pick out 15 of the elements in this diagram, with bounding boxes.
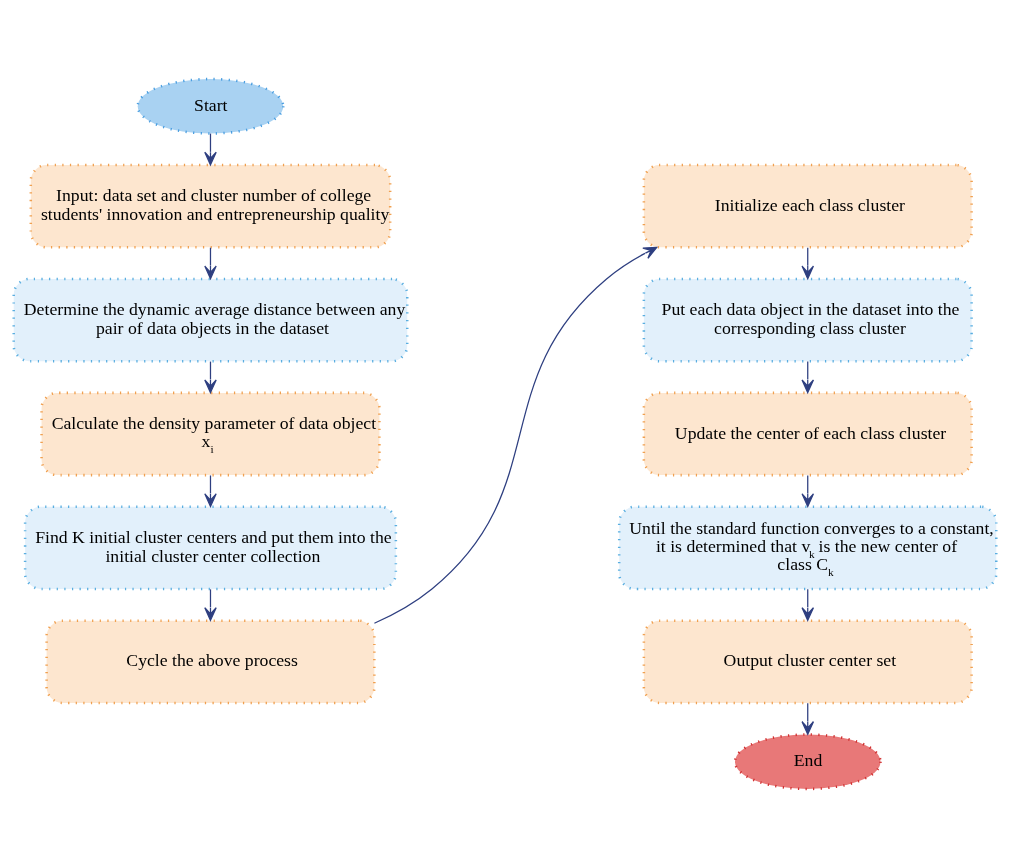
node-ellipse: End bbox=[733, 733, 882, 791]
node-box: Input: data set and cluster number of college students' innovation and entrepreneurship quality bbox=[29, 163, 392, 249]
arrow bbox=[801, 702, 815, 735]
node-ellipse: Start bbox=[136, 77, 285, 135]
arrow bbox=[373, 246, 658, 624]
node-box: Determine the dynamic average distance between any pair of data objects in the dataset bbox=[12, 277, 409, 363]
node-box: Find K initial cluster centers and put them into the initial cluster center collection bbox=[23, 505, 398, 591]
node-box: Output cluster center set bbox=[642, 619, 973, 705]
node-box: Put each data object in the dataset into the corresponding class cluster bbox=[642, 277, 973, 363]
node-box: Cycle the above process bbox=[45, 619, 376, 705]
arrow bbox=[204, 133, 217, 166]
node-box: Calculate the density parameter of data object x$_{i}$ bbox=[40, 391, 381, 477]
node-box: Initialize each class cluster bbox=[642, 163, 973, 249]
node-box: Until the standard function converges to a constant, it is determined that v$_{k}$ is the new center of class C$_{k}$ bbox=[617, 505, 998, 591]
node-box: Update the center of each class cluster bbox=[642, 391, 973, 477]
